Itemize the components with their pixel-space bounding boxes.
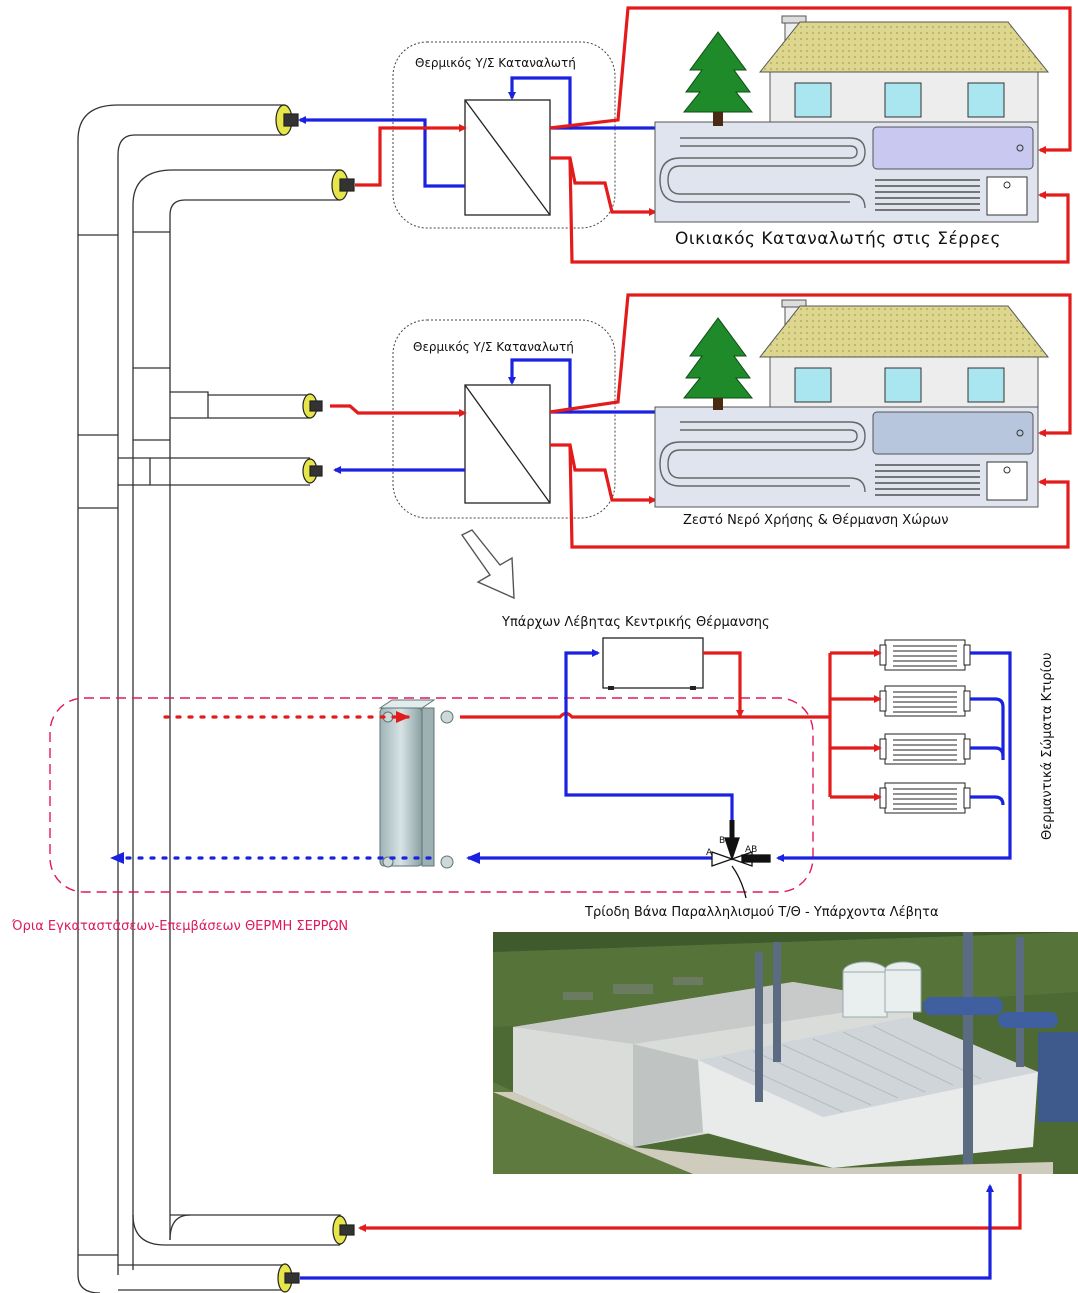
- pipe-cap: [303, 459, 322, 483]
- valve-port-a: A: [706, 848, 712, 858]
- pipe-cap: [332, 170, 354, 200]
- heat-exchanger-icon: [465, 100, 550, 215]
- tree-icon: [684, 318, 752, 410]
- boundary-label: Όρια Εγκαταστάσεων-Επεμβάσεων ΘΕΡΜΗ ΣΕΡΡ…: [12, 919, 348, 934]
- three-way-valve-icon: [712, 820, 770, 898]
- tree-icon: [684, 32, 752, 126]
- radiator-icon: [880, 783, 970, 813]
- three-way-valve-label: Τρίοδη Βάνα Παραλληλισμού Τ/Θ - Υπάρχοντ…: [585, 905, 939, 920]
- pipe-cap: [303, 394, 322, 418]
- pipe-cap: [333, 1216, 354, 1244]
- radiator-icon: [880, 640, 970, 670]
- boiler-icon: [603, 638, 703, 690]
- substation-label-top: Θερμικός Υ/Σ Καταναλωτή: [415, 56, 576, 70]
- pipe-cap: [276, 105, 298, 135]
- dhw-heating-label: Ζεστό Νερό Χρήσης & Θέρμανση Χώρων: [683, 513, 949, 528]
- radiator-icon: [880, 734, 970, 764]
- plant-photo-drawing: [493, 932, 1078, 1174]
- substation-label-mid: Θερμικός Υ/Σ Καταναλωτή: [413, 340, 574, 354]
- radiators: [880, 640, 970, 813]
- valve-port-ab: AB: [745, 845, 757, 855]
- pipe-cap: [278, 1264, 299, 1292]
- heat-exchanger-icon: [465, 385, 550, 503]
- radiator-icon: [880, 686, 970, 716]
- plant-flows: [300, 1172, 1020, 1278]
- consumer-title: Οικιακός Καταναλωτής στις Σέρρες: [675, 229, 1001, 249]
- main-pipes: [78, 105, 340, 1293]
- plant-photo: [493, 932, 1078, 1174]
- building-radiators-label: Θερμαντικά Σώματα Κτιρίου: [1040, 652, 1055, 840]
- existing-boiler-label: Υπάρχων Λέβητας Κεντρικής Θέρμανσης: [502, 615, 770, 630]
- lower-flows: [112, 653, 1010, 858]
- valve-port-b: B: [719, 836, 725, 846]
- plate-heat-exchanger-icon: [380, 700, 453, 868]
- arrow-down-icon: [462, 530, 514, 598]
